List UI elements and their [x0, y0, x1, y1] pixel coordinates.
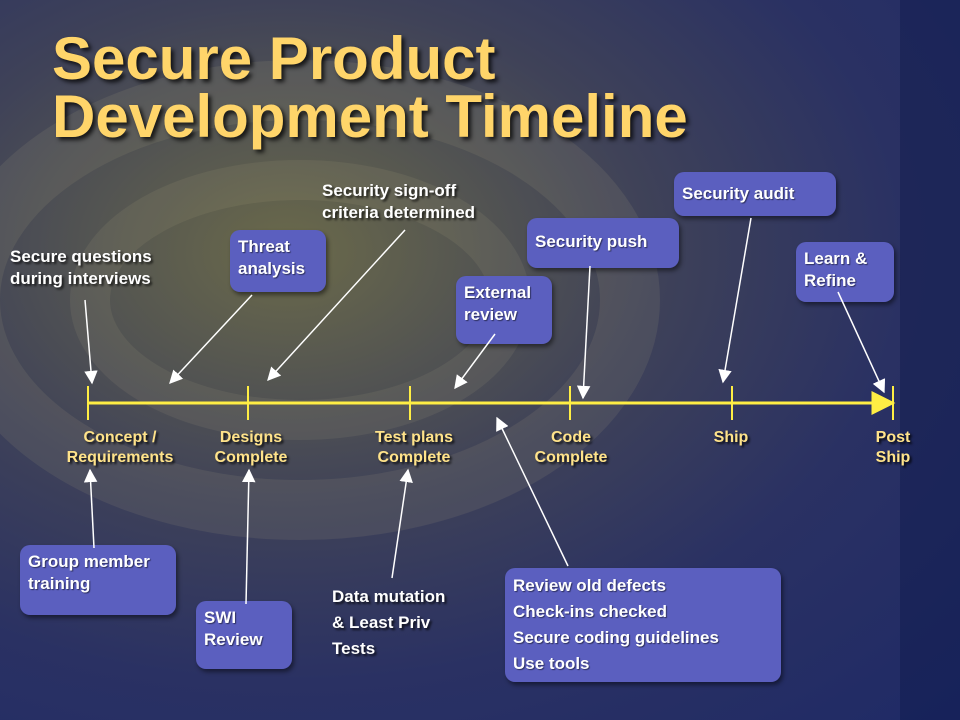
list-item: Review old defects — [513, 576, 667, 595]
milestone-ship: Ship — [713, 429, 749, 446]
threat-analysis-box: Threat analysis — [230, 230, 326, 292]
swi-review-box: SWI Review — [196, 601, 292, 669]
slide-title: Secure Product Development Timeline — [52, 25, 688, 150]
milestone-code-complete: Code Complete — [534, 429, 608, 466]
secure-questions-label: Secure questions during interviews — [10, 247, 152, 288]
milestone-concept-requirements: Concept / Requirements — [66, 429, 174, 466]
title-line-2: Development Timeline — [52, 83, 688, 150]
list-item: Secure coding guidelines — [513, 628, 719, 647]
security-signoff-label: Security sign-off criteria determined — [322, 181, 476, 222]
milestone-post-ship: Post Ship — [875, 429, 911, 466]
milestone-designs-complete: Designs Complete — [214, 429, 288, 466]
data-mutation-label: Data mutation & Least Priv Tests — [332, 587, 446, 658]
list-item: Use tools — [513, 654, 590, 673]
external-review-box: External review — [456, 276, 552, 344]
group-member-training-box: Group member training — [20, 545, 176, 615]
code-phase-activities-box: Review old defects Check-ins checked Sec… — [505, 568, 781, 682]
learn-refine-box: Learn & Refine — [796, 242, 894, 302]
milestone-test-plans-complete: Test plans Complete — [375, 429, 453, 466]
list-item: Check-ins checked — [513, 602, 668, 621]
title-line-1: Secure Product — [52, 25, 496, 92]
security-push-box: Security push — [527, 218, 679, 268]
security-audit-box: Security audit — [674, 172, 836, 216]
